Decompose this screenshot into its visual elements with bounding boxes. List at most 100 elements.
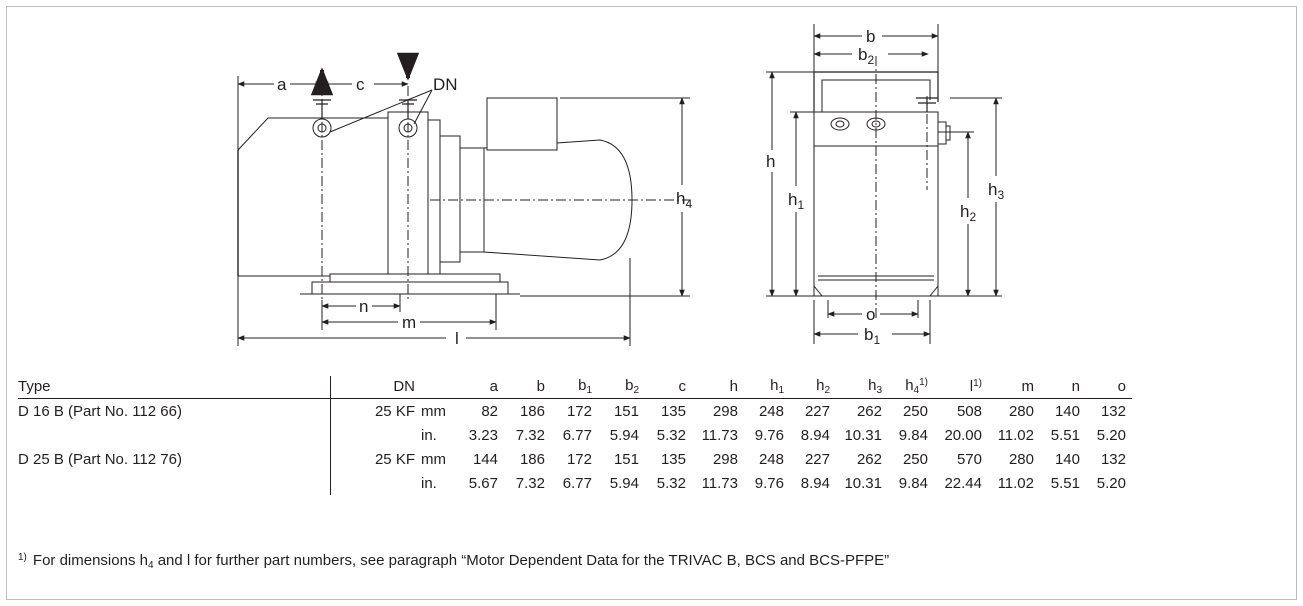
label-h1: h1 [788,190,804,212]
label-c: c [356,75,365,94]
cell-b: 186 [519,402,545,420]
cell-h4: 250 [902,450,928,468]
cell-a: 5.67 [468,474,498,492]
cell-c: 135 [660,450,686,468]
cell-h: 298 [712,402,738,420]
header-type: Type [18,376,331,399]
cell-dn [331,423,421,447]
header-h2: h2 [790,376,836,399]
label-dn: DN [433,75,458,94]
cell-h2: 227 [804,450,830,468]
footnote-marker: 1) [18,552,27,563]
cell-n: 5.51 [1050,474,1080,492]
footnote: 1) For dimensions h4 and l for further pa… [18,552,889,571]
label-m: m [402,313,416,332]
cell-c: 5.32 [656,474,686,492]
column-divider [330,471,331,495]
cell-type: D 25 B (Part No. 112 76) [18,450,182,468]
cell-b2: 5.94 [609,426,639,444]
cell-b: 7.32 [515,426,545,444]
footnote-subscript: 4 [147,560,154,571]
cell-m: 11.02 [997,426,1034,444]
cell-o: 5.20 [1096,474,1126,492]
cell-h3: 262 [856,402,882,420]
cell-h3: 10.31 [844,426,882,444]
header-b2: b2 [598,376,645,399]
cell-h3: 262 [856,450,882,468]
cell-h2: 8.94 [800,474,830,492]
cell-h4: 250 [902,402,928,420]
cell-h2: 8.94 [800,426,830,444]
footnote-text-start: For dimensions h [32,552,148,569]
cell-h1: 248 [758,450,784,468]
header-h3: h3 [836,376,888,399]
technical-drawing: a c DN h4 n m l b b2 h h1 h2 h3 o b1 [237,24,1004,348]
label-h: h [766,152,775,171]
cell-m: 11.02 [997,474,1034,492]
cell-type [18,471,331,495]
header-m: m [988,376,1040,399]
cell-a: 144 [472,450,498,468]
cell-l: 22.44 [944,474,982,492]
header-a: a [457,376,504,399]
cell-h: 11.73 [701,474,738,492]
cell-b1: 6.77 [562,474,592,492]
cell-m: 280 [1008,450,1034,468]
header-unit [421,376,457,399]
cell-n: 140 [1054,450,1080,468]
cell-b2: 151 [613,450,639,468]
cell-b1: 172 [566,450,592,468]
footnote-text-end: and l for further part numbers, see para… [153,552,890,569]
label-b: b [866,27,875,46]
label-l: l [455,329,459,348]
label-h4: h4 [676,189,692,211]
column-divider [330,398,331,423]
cell-b2: 5.94 [609,474,639,492]
cell-b: 7.32 [515,474,545,492]
header-h1: h1 [744,376,790,399]
front-view-pump [813,56,951,320]
label-b1: b1 [864,325,880,347]
cell-a: 82 [481,402,498,420]
cell-l: 20.00 [944,426,982,444]
cell-b1: 172 [566,402,592,420]
cell-h1: 248 [758,402,784,420]
header-l: l1) [934,376,988,399]
label-h2: h2 [960,202,976,224]
cell-h2: 227 [804,402,830,420]
label-a: a [277,75,287,94]
cell-m: 280 [1008,402,1034,420]
cell-h1: 9.76 [754,426,784,444]
cell-unit: mm [421,402,446,420]
cell-c: 135 [660,402,686,420]
cell-dn: 25 KF [374,402,415,420]
cell-h3: 10.31 [844,474,882,492]
side-view-dimensions [237,76,690,346]
cell-c: 5.32 [656,426,686,444]
cell-b1: 6.77 [562,426,592,444]
cell-o: 132 [1100,402,1126,420]
cell-type [18,423,331,447]
figure-frame [6,6,1297,600]
cell-b: 186 [519,450,545,468]
label-o: o [866,305,875,324]
header-b1: b1 [551,376,598,399]
cell-h1: 9.76 [754,474,784,492]
label-h3: h3 [988,180,1004,202]
header-c: c [645,376,692,399]
cell-dn [331,471,421,495]
header-dn: DN [331,376,421,399]
header-h4: h41) [888,376,934,399]
header-h: h [692,376,744,399]
front-view-dimensions [766,24,1002,344]
cell-h4: 9.84 [898,474,928,492]
header-b: b [504,376,551,399]
cell-l: 570 [956,450,982,468]
cell-unit: in. [421,426,437,444]
label-b2: b2 [858,45,874,67]
cell-n: 5.51 [1050,426,1080,444]
